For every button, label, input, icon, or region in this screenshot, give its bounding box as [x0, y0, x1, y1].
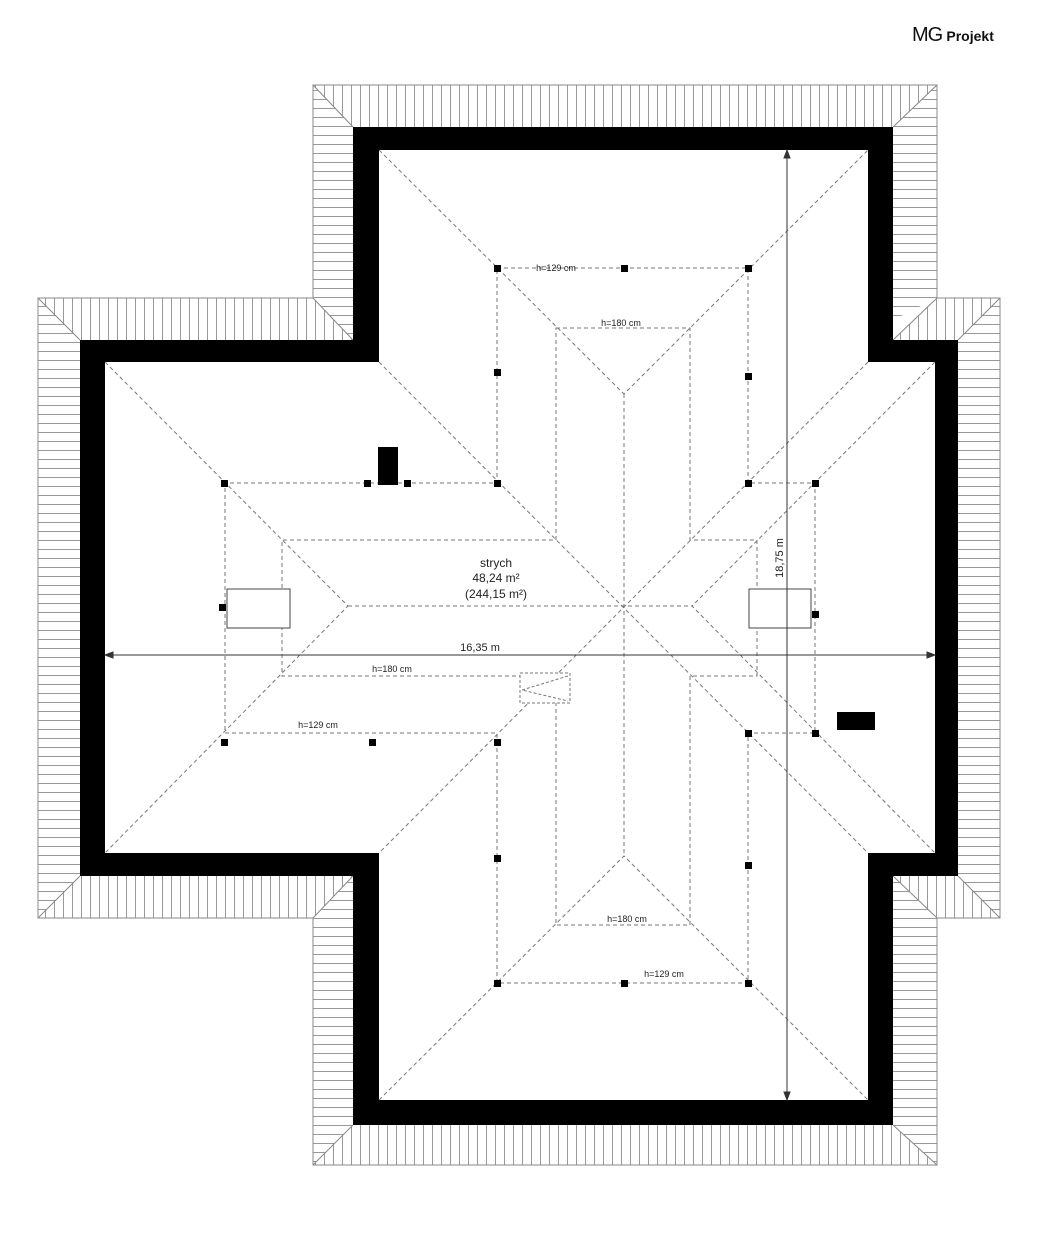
- width-dimension: 16,35 m: [460, 642, 500, 654]
- roof-window-right: [748, 588, 812, 629]
- room-area: 48,24 m²: [472, 571, 519, 585]
- height-label: h=180 cm: [601, 318, 641, 328]
- attic-hatch: [519, 672, 571, 704]
- logo-mark: MG: [912, 24, 943, 46]
- vent: [837, 712, 875, 730]
- roof-posts: [219, 265, 819, 987]
- chimney: [378, 447, 398, 485]
- height-label: h=180 cm: [372, 664, 412, 674]
- room-area-total: (244,15 m²): [465, 587, 527, 601]
- height-label: h=129 cm: [644, 969, 684, 979]
- height-label: h=180 cm: [607, 914, 647, 924]
- roof-eaves: [37, 84, 1001, 1166]
- roof-window-left: [226, 588, 291, 629]
- room-name: strych: [480, 556, 512, 570]
- dimension-lines: [103, 148, 937, 1102]
- roof-hip-lines: [104, 149, 936, 1101]
- height-label: h=129 cm: [298, 720, 338, 730]
- brand-logo: MG Projekt: [912, 24, 994, 47]
- exterior-wall: [80, 127, 958, 1125]
- height-line-180: [281, 327, 758, 926]
- length-dimension: 18,75 m: [774, 538, 786, 578]
- height-label: h=129 cm: [536, 263, 576, 273]
- logo-text: Projekt: [946, 28, 994, 44]
